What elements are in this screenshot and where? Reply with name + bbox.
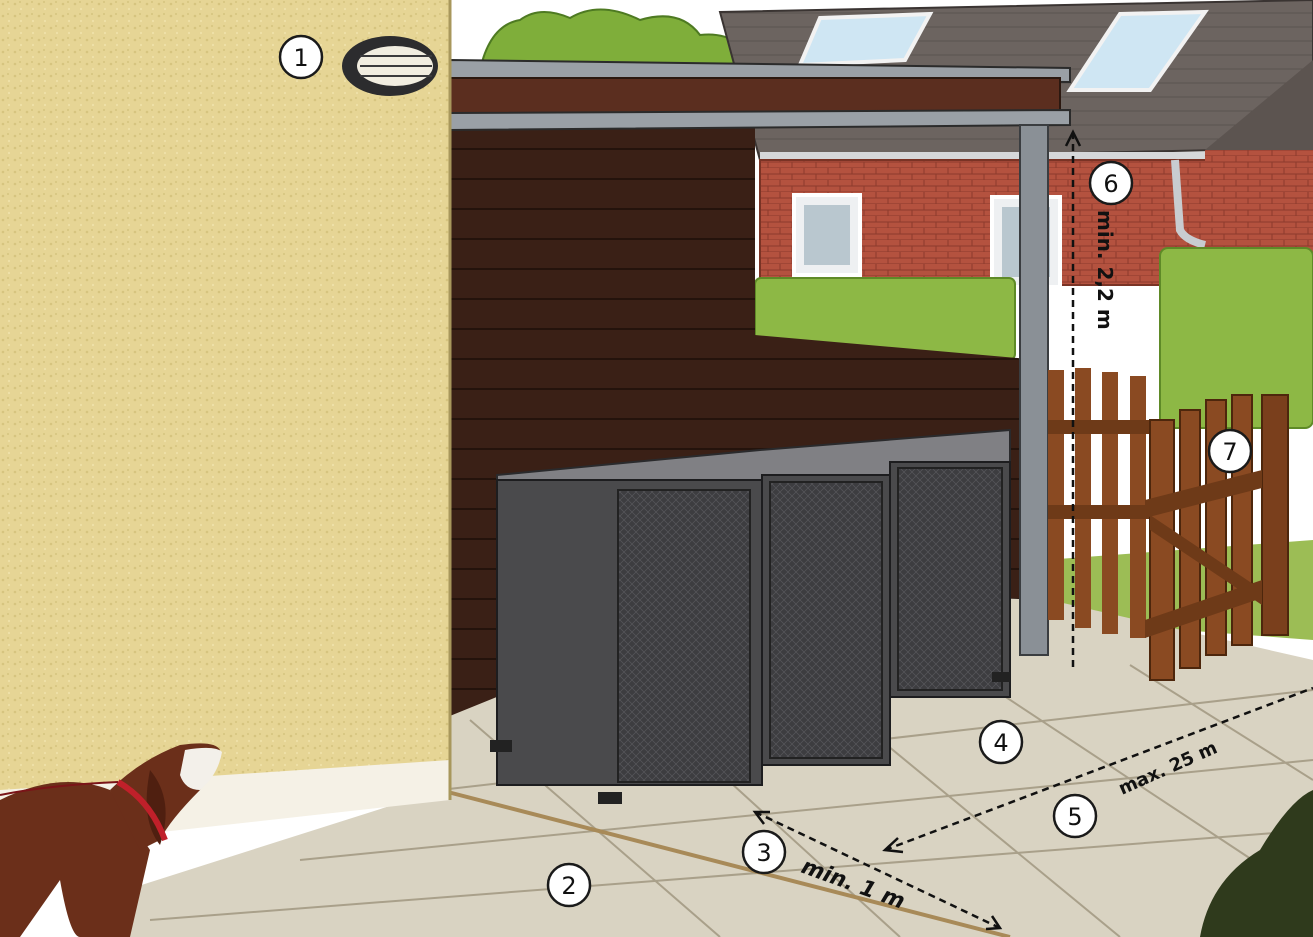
wall-light: [342, 36, 438, 96]
callout-4: 4: [980, 721, 1022, 763]
support-post: [1020, 125, 1048, 655]
callout-6: 6: [1090, 162, 1132, 204]
callout-number: 6: [1103, 170, 1118, 198]
callout-number: 7: [1222, 438, 1237, 466]
callout-number: 5: [1067, 803, 1082, 831]
callout-7: 7: [1209, 430, 1251, 472]
callout-number: 1: [293, 44, 308, 72]
callout-5: 5: [1054, 795, 1096, 837]
house-wall: [0, 0, 450, 850]
callout-1: 1: [280, 36, 322, 78]
min-height-label: min. 2,2 m: [1093, 210, 1117, 330]
callout-number: 2: [561, 872, 576, 900]
callout-number: 4: [993, 729, 1008, 757]
callout-2: 2: [548, 864, 590, 906]
callout-3: 3: [743, 831, 785, 873]
callout-number: 3: [756, 839, 771, 867]
